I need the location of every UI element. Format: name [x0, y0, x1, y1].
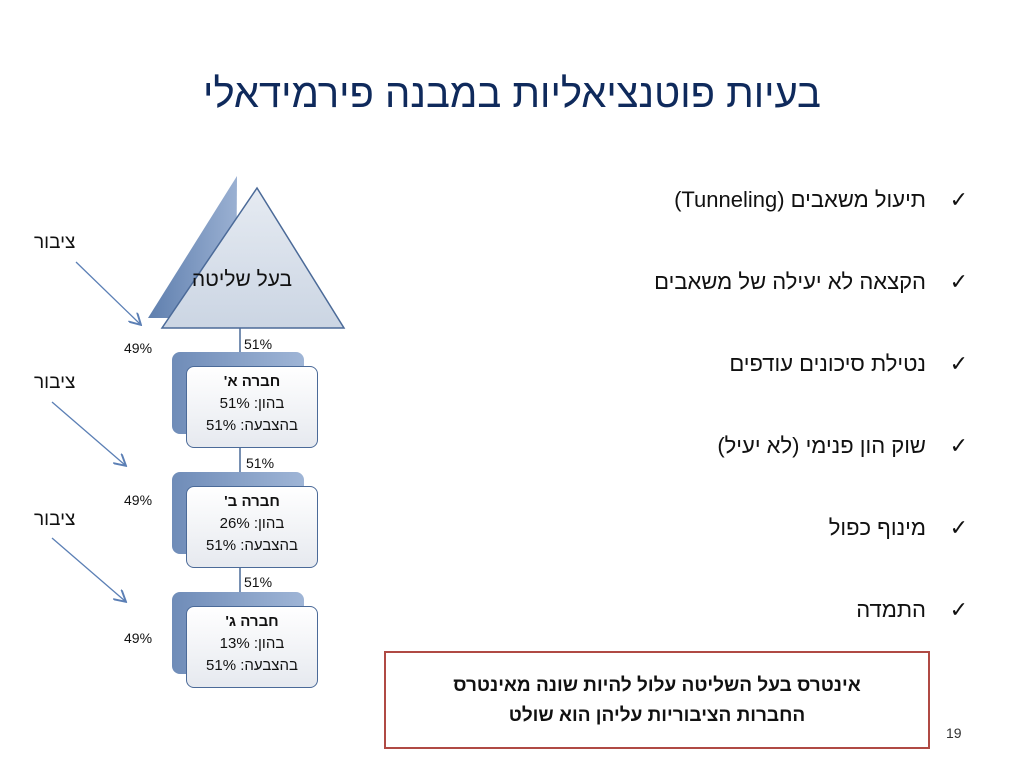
- control-stake-label: 51%: [244, 574, 273, 590]
- list-item: ✓שוק הון פנימי (לא יעיל): [560, 426, 968, 466]
- list-item: ✓התמדה: [560, 590, 968, 630]
- list-item: ✓נטילת סיכונים עודפים: [560, 344, 968, 384]
- company-capital: בהון: 13%: [219, 635, 285, 652]
- slide-title: בעיות פוטנציאליות במבנה פירמידאלי: [203, 72, 821, 116]
- checkmark-icon: ✓: [949, 597, 968, 622]
- public-stake-label: 49%: [124, 340, 153, 356]
- callout-line: החברות הציבוריות עליהן הוא שולט: [508, 705, 806, 726]
- page-number: 19: [946, 725, 962, 741]
- control-stake-label: 51%: [246, 455, 275, 471]
- apex-label: בעל שליטה: [191, 268, 293, 291]
- public-stake-label: 49%: [124, 492, 153, 508]
- company-name: חברה א': [223, 373, 281, 390]
- company-card-b: חברה ב' בהון: 26% בהצבעה: 51%: [186, 486, 318, 568]
- checkmark-icon: ✓: [949, 351, 968, 376]
- control-stake-label: 51%: [244, 336, 273, 352]
- public-arrow: [51, 401, 125, 465]
- company-votes: בהצבעה: 51%: [206, 537, 298, 554]
- company-capital: בהון: 51%: [219, 395, 285, 412]
- issues-list: ✓תיעול משאבים (Tunneling) ✓הקצאה לא יעיל…: [560, 180, 968, 672]
- public-arrow: [75, 261, 140, 324]
- company-name: חברה ב': [224, 493, 280, 510]
- list-item: ✓מינוף כפול: [560, 508, 968, 548]
- checkmark-icon: ✓: [949, 515, 968, 540]
- callout-box: אינטרס בעל השליטה עלול להיות שונה מאינטר…: [384, 651, 930, 749]
- public-arrow: [51, 537, 125, 601]
- company-name: חברה ג': [225, 613, 279, 630]
- checkmark-icon: ✓: [949, 269, 968, 294]
- company-capital: בהון: 26%: [219, 515, 285, 532]
- apex-triangle: [160, 186, 346, 329]
- company-votes: בהצבעה: 51%: [206, 657, 298, 674]
- list-item: ✓הקצאה לא יעילה של משאבים: [560, 262, 968, 302]
- callout-line: אינטרס בעל השליטה עלול להיות שונה מאינטר…: [453, 675, 861, 696]
- checkmark-icon: ✓: [949, 187, 968, 212]
- public-label: ציבור: [34, 372, 76, 393]
- company-votes: בהצבעה: 51%: [206, 417, 298, 434]
- public-label: ציבור: [34, 509, 76, 530]
- company-card-a: חברה א' בהון: 51% בהצבעה: 51%: [186, 366, 318, 448]
- checkmark-icon: ✓: [949, 433, 968, 458]
- public-label: ציבור: [34, 232, 76, 253]
- company-card-c: חברה ג' בהון: 13% בהצבעה: 51%: [186, 606, 318, 688]
- public-stake-label: 49%: [124, 630, 153, 646]
- list-item: ✓תיעול משאבים (Tunneling): [560, 180, 968, 220]
